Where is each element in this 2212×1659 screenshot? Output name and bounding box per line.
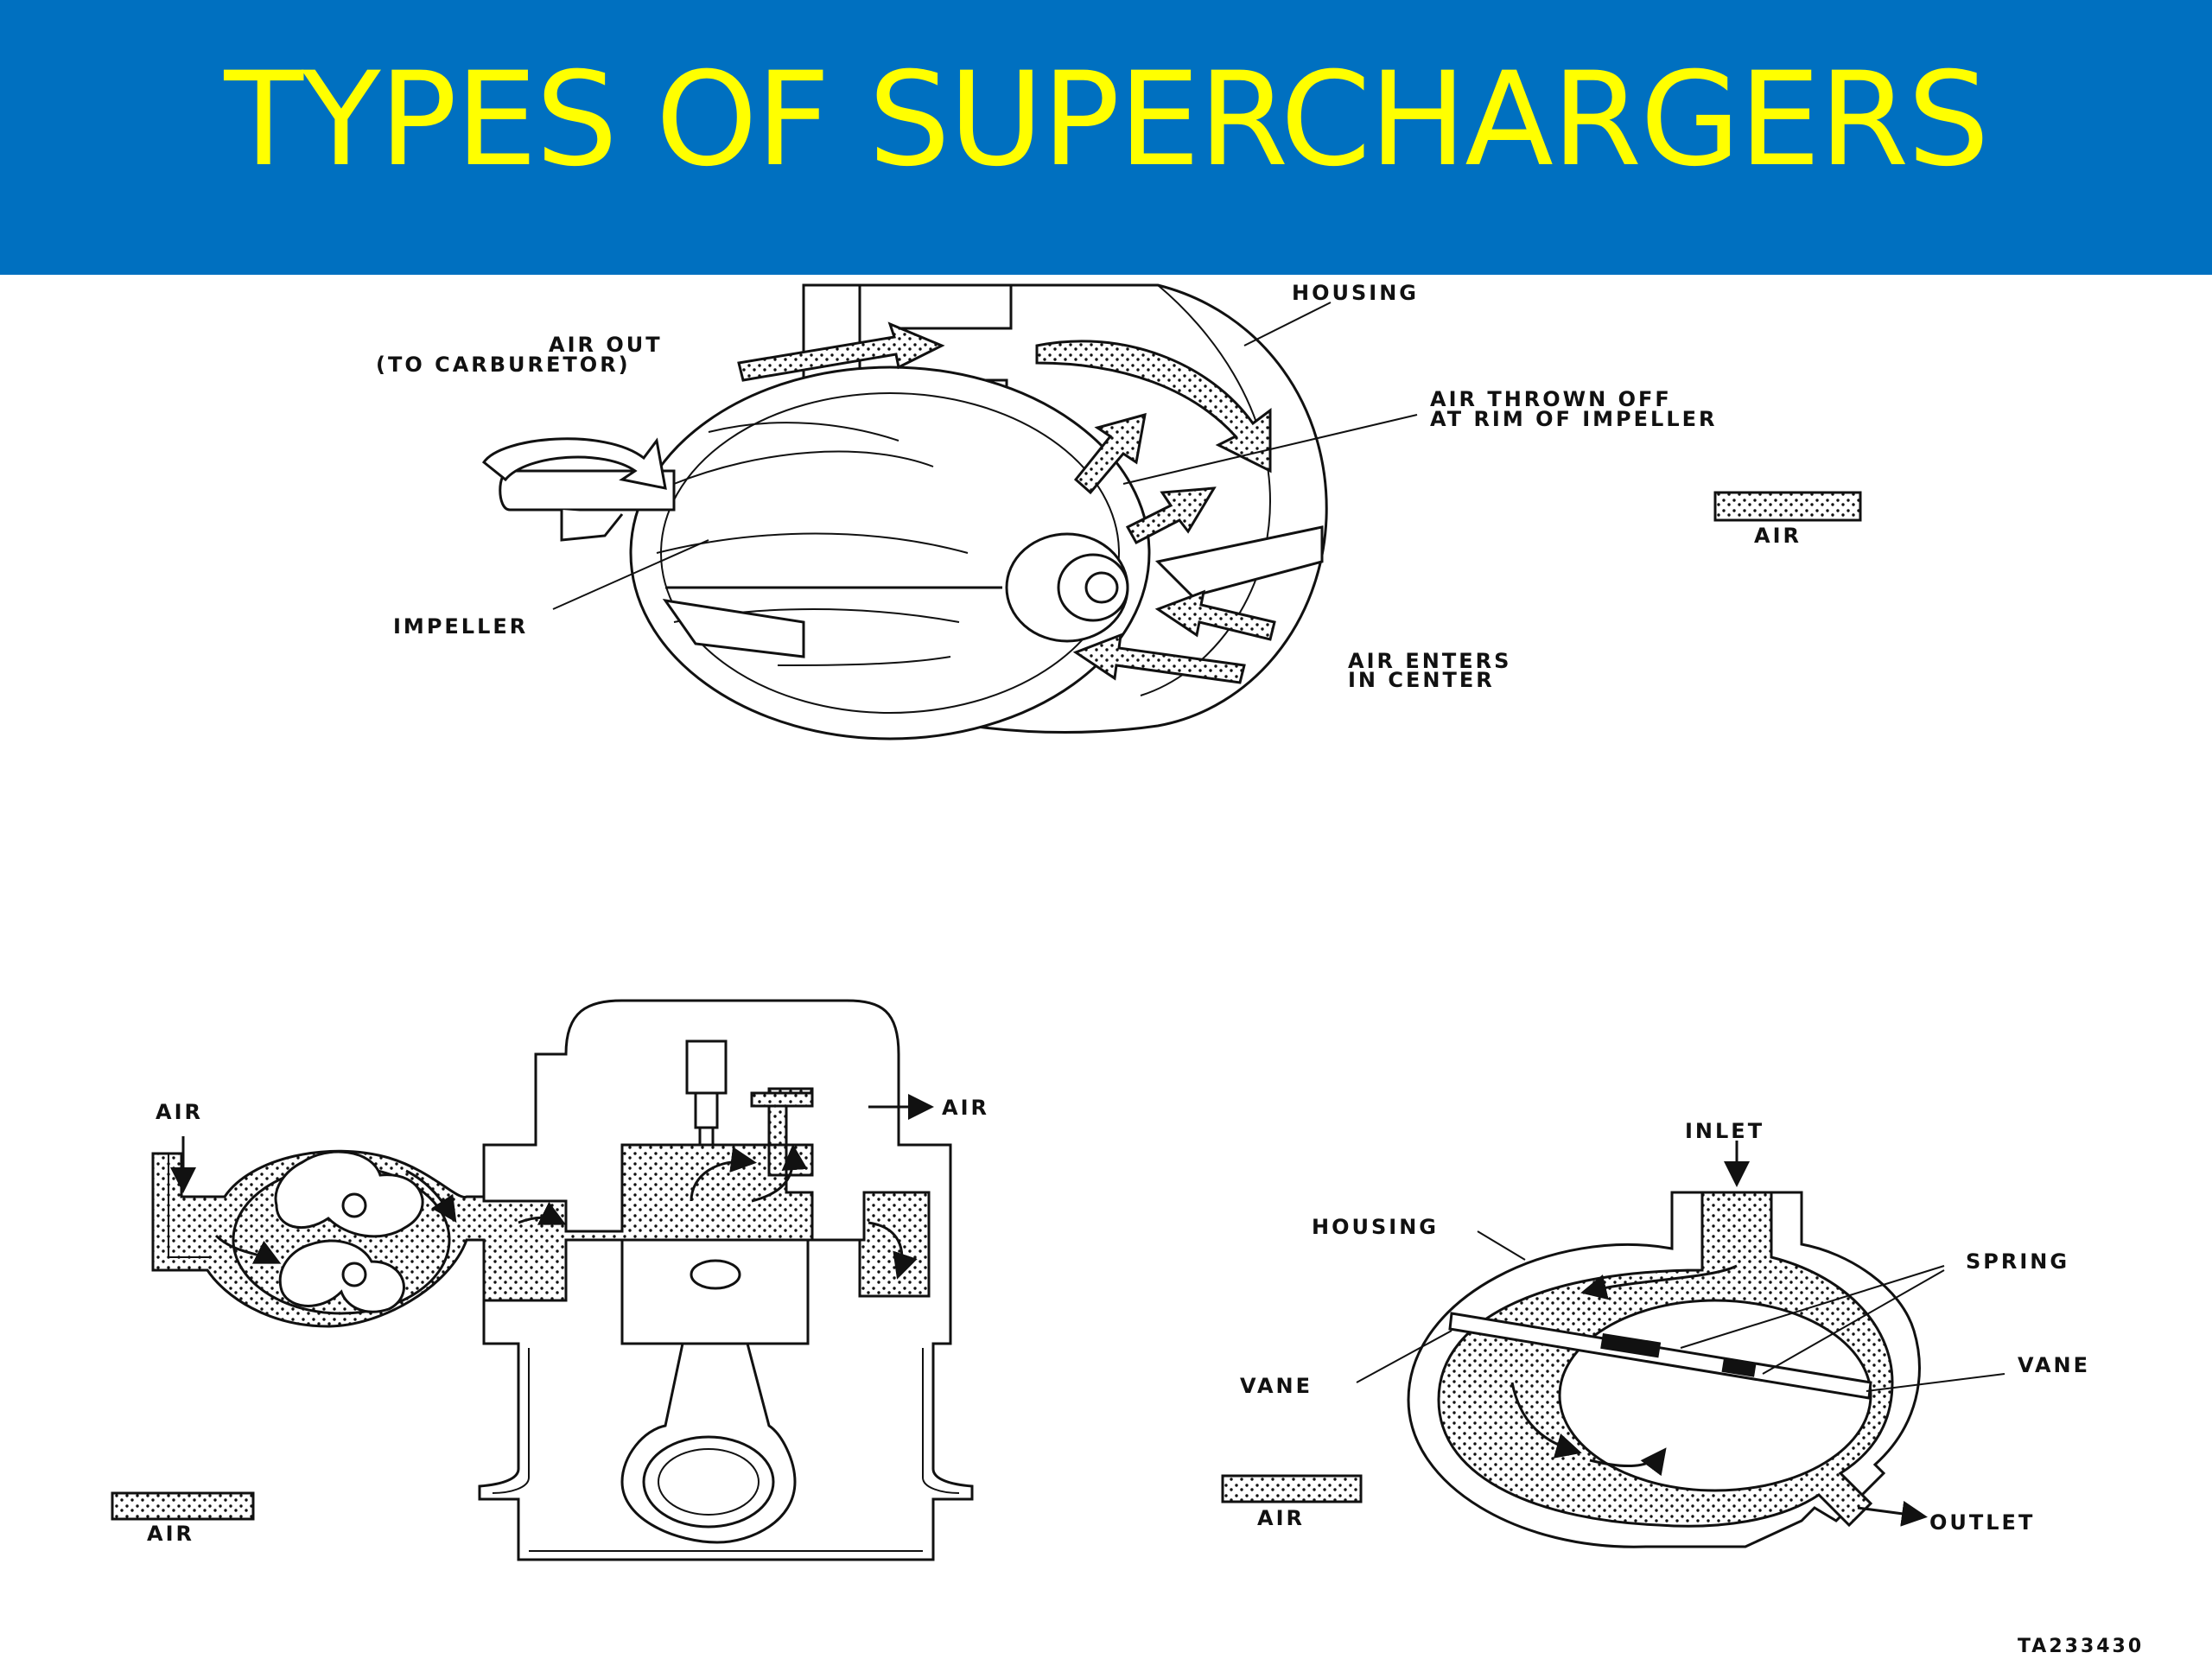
vane-left-label: VANE [1240,1374,1313,1398]
rim-arrow-2 [1125,486,1217,545]
impeller-label: IMPELLER [393,614,528,639]
roots-legend-label: AIR [147,1522,194,1546]
centrifugal-legend-swatch [1713,491,1862,522]
vane-right-label: VANE [2018,1353,2090,1377]
centrifugal-legend-label: AIR [1754,524,1802,548]
figure-id: TA233430 [2018,1636,2144,1657]
housing-label: HOUSING [1292,281,1419,305]
air-out-label-1: AIR OUT [549,333,663,357]
center-arrow-1 [1154,589,1276,641]
housing-flow-arrow [1035,340,1272,474]
air-enters-label-1: AIR ENTERS [1348,649,1511,673]
center-arrow-2 [1072,632,1246,684]
air-thrown-label-1: AIR THROWN OFF [1430,387,1672,411]
roots-legend-swatch [111,1491,255,1521]
roots-supercharger: AIR AIR AIR [111,999,989,1561]
air-out-arrow [737,321,945,382]
vane-legend-swatch [1221,1474,1363,1503]
vane-legend-label: AIR [1257,1506,1305,1530]
page-title: TYPES OF SUPERCHARGERS [224,45,1989,195]
title-bar: TYPES OF SUPERCHARGERS [0,0,2212,275]
inlet-label: INLET [1685,1119,1764,1143]
vane-rotor [1558,1299,1872,1492]
roots-air-out-label: AIR [942,1096,989,1120]
vane-housing-label: HOUSING [1312,1215,1439,1239]
rim-arrow-1 [1073,412,1147,495]
cylinder-piston [620,1238,810,1345]
rotation-arrow [481,437,667,490]
air-thrown-label-2: AT RIM OF IMPELLER [1430,407,1718,431]
vane-supercharger: INLET HOUSING SPRING VANE VANE OUTLET AI… [1221,1119,2090,1548]
air-enters-label-2: IN CENTER [1348,668,1495,692]
outlet-label: OUTLET [1929,1510,2035,1535]
spring-label: SPRING [1966,1249,2069,1274]
roots-air-in-label: AIR [156,1100,203,1124]
centrifugal-supercharger: HOUSING AIR OUT (TO CARBURETOR) AIR THRO… [376,281,1862,741]
air-out-label-2: (TO CARBURETOR) [376,353,631,377]
